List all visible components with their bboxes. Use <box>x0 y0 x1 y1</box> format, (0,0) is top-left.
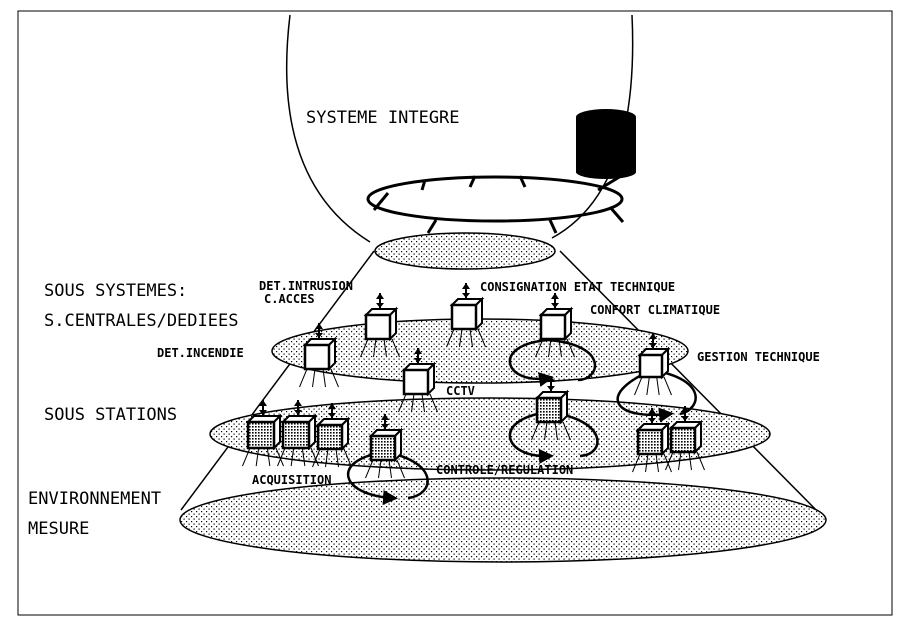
label-det-incendie: DET.INCENDIE <box>157 346 244 360</box>
label-acquisition: ACQUISITION <box>252 473 331 487</box>
label-cctv: CCTV <box>446 384 475 398</box>
central-computer-icon <box>576 109 636 179</box>
box-station-f <box>665 406 705 471</box>
label-consignation: CONSIGNATION ETAT TECHNIQUE <box>480 280 675 294</box>
box-cctv <box>398 348 438 413</box>
label-gestion: GESTION TECHNIQUE <box>697 350 820 364</box>
label-confort: CONFORT CLIMATIQUE <box>590 303 720 317</box>
box-station-centre <box>531 376 571 441</box>
environment-level-ellipse <box>179 477 827 563</box>
box-incendie <box>299 323 339 388</box>
label-sous-stations: SOUS STATIONS <box>44 405 177 425</box>
label-c-acces: C.ACCES <box>264 292 315 306</box>
box-station-c <box>312 403 352 468</box>
label-mesure: MESURE <box>28 519 89 539</box>
bus-ring <box>366 174 625 234</box>
box-station-e <box>632 408 672 473</box>
title-systeme-integre: SYSTEME INTEGRE <box>306 108 460 128</box>
box-intrusion <box>360 293 400 358</box>
label-centrales: S.CENTRALES/DEDIEES <box>44 311 238 331</box>
box-station-b <box>277 400 319 467</box>
label-controle: CONTROLE/REGULATION <box>436 463 573 477</box>
box-consignation <box>446 283 486 348</box>
box-gestion <box>634 333 672 396</box>
device-boxes <box>242 283 705 479</box>
box-confort <box>535 293 575 358</box>
box-station-d <box>365 414 405 479</box>
label-sous-systemes: SOUS SYSTEMES: <box>44 281 187 301</box>
stations-level-ellipse <box>209 397 771 471</box>
pyramid-cone <box>180 250 827 521</box>
box-station-a <box>242 400 284 467</box>
label-det-intrusion: DET.INTRUSION <box>259 279 353 293</box>
top-level-ellipse <box>374 232 556 270</box>
frame <box>17 10 893 616</box>
label-environnement: ENVIRONNEMENT <box>28 489 161 509</box>
